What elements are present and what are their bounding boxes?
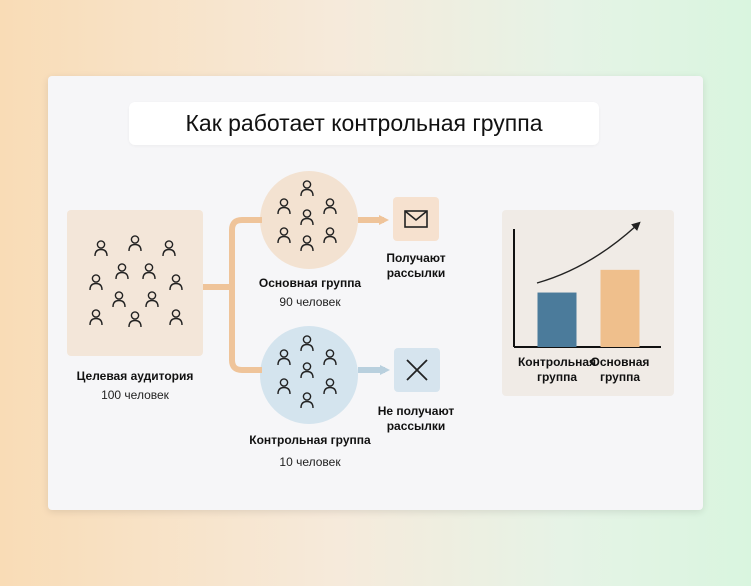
title-box: Как работает контрольная группа: [129, 102, 599, 145]
person-icon: [277, 227, 291, 244]
person-icon: [323, 198, 337, 215]
person-icon: [277, 378, 291, 395]
person-icon: [323, 378, 337, 395]
chart-bar-1: [537, 292, 577, 347]
person-icon: [89, 309, 103, 326]
chart-category-label: Основная: [591, 355, 650, 369]
control-outcome-box: [394, 348, 440, 392]
person-icon: [277, 198, 291, 215]
person-icon: [112, 291, 126, 308]
person-icon: [94, 240, 108, 257]
chart-category-label: группа: [600, 370, 640, 384]
chart-bar-2: [600, 269, 640, 347]
main-group-label: Основная группа: [258, 276, 362, 290]
person-icon: [142, 263, 156, 280]
main-group-count: 90 человек: [279, 295, 341, 309]
person-icon: [300, 335, 314, 352]
control-group-label: Контрольная группа: [249, 433, 371, 447]
main-outcome-line2: рассылки: [386, 266, 446, 280]
main-outcome-box: [393, 197, 439, 241]
person-icon: [128, 235, 142, 252]
person-icon: [169, 309, 183, 326]
main-outcome-line1: Получают: [386, 251, 446, 265]
main-group-people: [277, 180, 337, 252]
connector-to-control: [229, 287, 262, 373]
control-outcome-line2: рассылки: [386, 419, 446, 433]
person-icon: [128, 311, 142, 328]
person-icon: [169, 274, 183, 291]
person-icon: [115, 263, 129, 280]
trend-arrow: [536, 221, 641, 284]
control-group-count: 10 человек: [279, 455, 341, 469]
person-icon: [89, 274, 103, 291]
control-outcome-line1: Не получают: [377, 404, 455, 418]
control-group-people: [277, 335, 337, 409]
person-icon: [300, 362, 314, 379]
chart-category-label: Контрольная: [518, 355, 596, 369]
person-icon: [300, 235, 314, 252]
person-icon: [145, 291, 159, 308]
person-icon: [162, 240, 176, 257]
diagram-title: Как работает контрольная группа: [185, 110, 543, 136]
audience-box: [67, 210, 203, 356]
person-icon: [300, 392, 314, 409]
envelope-icon: [404, 210, 428, 228]
audience-people: [89, 235, 183, 328]
person-icon: [300, 209, 314, 226]
person-icon: [300, 180, 314, 197]
connector-to-main: [203, 217, 262, 290]
audience-label: Целевая аудитория: [76, 369, 194, 383]
person-icon: [277, 349, 291, 366]
audience-count: 100 человек: [101, 388, 169, 402]
person-icon: [323, 349, 337, 366]
cross-icon: [406, 359, 428, 381]
chart-category-label: группа: [537, 370, 577, 384]
chart-box: [502, 210, 674, 396]
person-icon: [323, 227, 337, 244]
